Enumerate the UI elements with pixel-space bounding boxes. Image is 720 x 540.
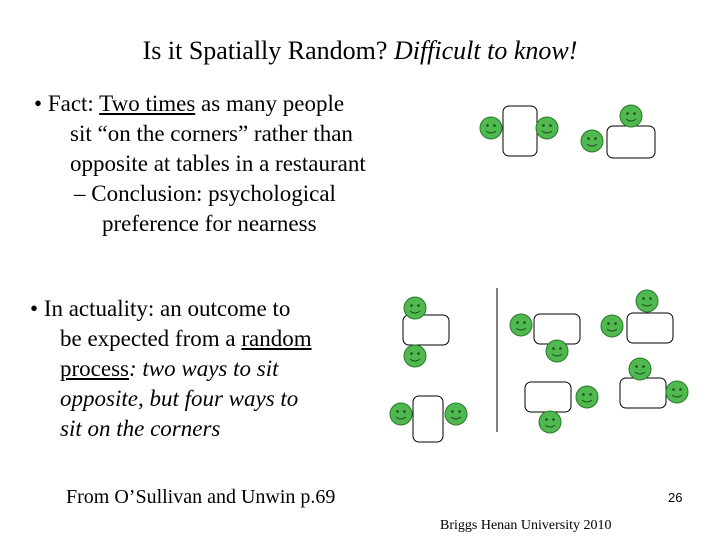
table-corner-4 <box>619 377 667 409</box>
smiley-face-icon <box>600 314 624 338</box>
actuality-random: random <box>241 326 312 351</box>
footer-credit: Briggs Henan University 2010 <box>440 518 612 533</box>
smiley-face-icon <box>580 129 604 153</box>
smiley-face-icon <box>575 385 599 409</box>
fact-prefix: Fact: <box>47 91 100 116</box>
table-top-opposite <box>502 105 538 157</box>
fact-line3: opposite at tables in a restaurant <box>70 151 366 176</box>
smiley-face-icon <box>389 402 413 426</box>
actuality-line5: sit on the corners <box>60 416 221 441</box>
smiley-face-icon <box>479 116 503 140</box>
smiley-face-icon <box>635 289 659 313</box>
actuality-line2-prefix: be expected from a <box>60 326 242 351</box>
smiley-face-icon <box>403 296 427 320</box>
actuality-line1: In actuality: an outcome to <box>43 296 291 321</box>
smiley-face-icon <box>538 410 562 434</box>
smiley-face-icon <box>545 339 569 363</box>
table-opposite-1 <box>402 314 450 346</box>
smiley-face-icon <box>535 116 559 140</box>
conclusion-line2: preference for nearness <box>102 211 317 236</box>
table-corner-3 <box>524 381 572 413</box>
smiley-face-icon <box>403 344 427 368</box>
fact-line2: sit “on the corners” rather than <box>70 121 353 146</box>
title-subtitle: Difficult to know! <box>393 36 578 65</box>
bullet-actuality: • In actuality: an outcome to be expecte… <box>30 294 380 444</box>
table-corner-2 <box>626 312 674 344</box>
fact-underlined: Two times <box>99 91 196 116</box>
conclusion-line1: – Conclusion: psychological <box>74 181 336 206</box>
fact-line1-rest: as many people <box>195 91 345 116</box>
smiley-face-icon <box>628 357 652 381</box>
smiley-face-icon <box>509 313 533 337</box>
table-top-corner <box>606 125 656 159</box>
smiley-face-icon <box>619 104 643 128</box>
actuality-line3-rest: : two ways to sit <box>128 356 279 381</box>
smiley-face-icon <box>665 380 689 404</box>
actuality-process: process <box>60 356 129 381</box>
page-number: 26 <box>668 490 683 505</box>
slide-title: Is it Spatially Random? Difficult to kno… <box>0 36 720 66</box>
bullet-fact: • Fact: Two times as many people sit “on… <box>34 89 454 239</box>
title-main: Is it Spatially Random? <box>142 36 388 65</box>
actuality-line4: opposite, but four ways to <box>60 386 299 411</box>
source-citation: From O’Sullivan and Unwin p.69 <box>66 486 336 508</box>
table-opposite-2 <box>412 395 444 443</box>
smiley-face-icon <box>444 402 468 426</box>
